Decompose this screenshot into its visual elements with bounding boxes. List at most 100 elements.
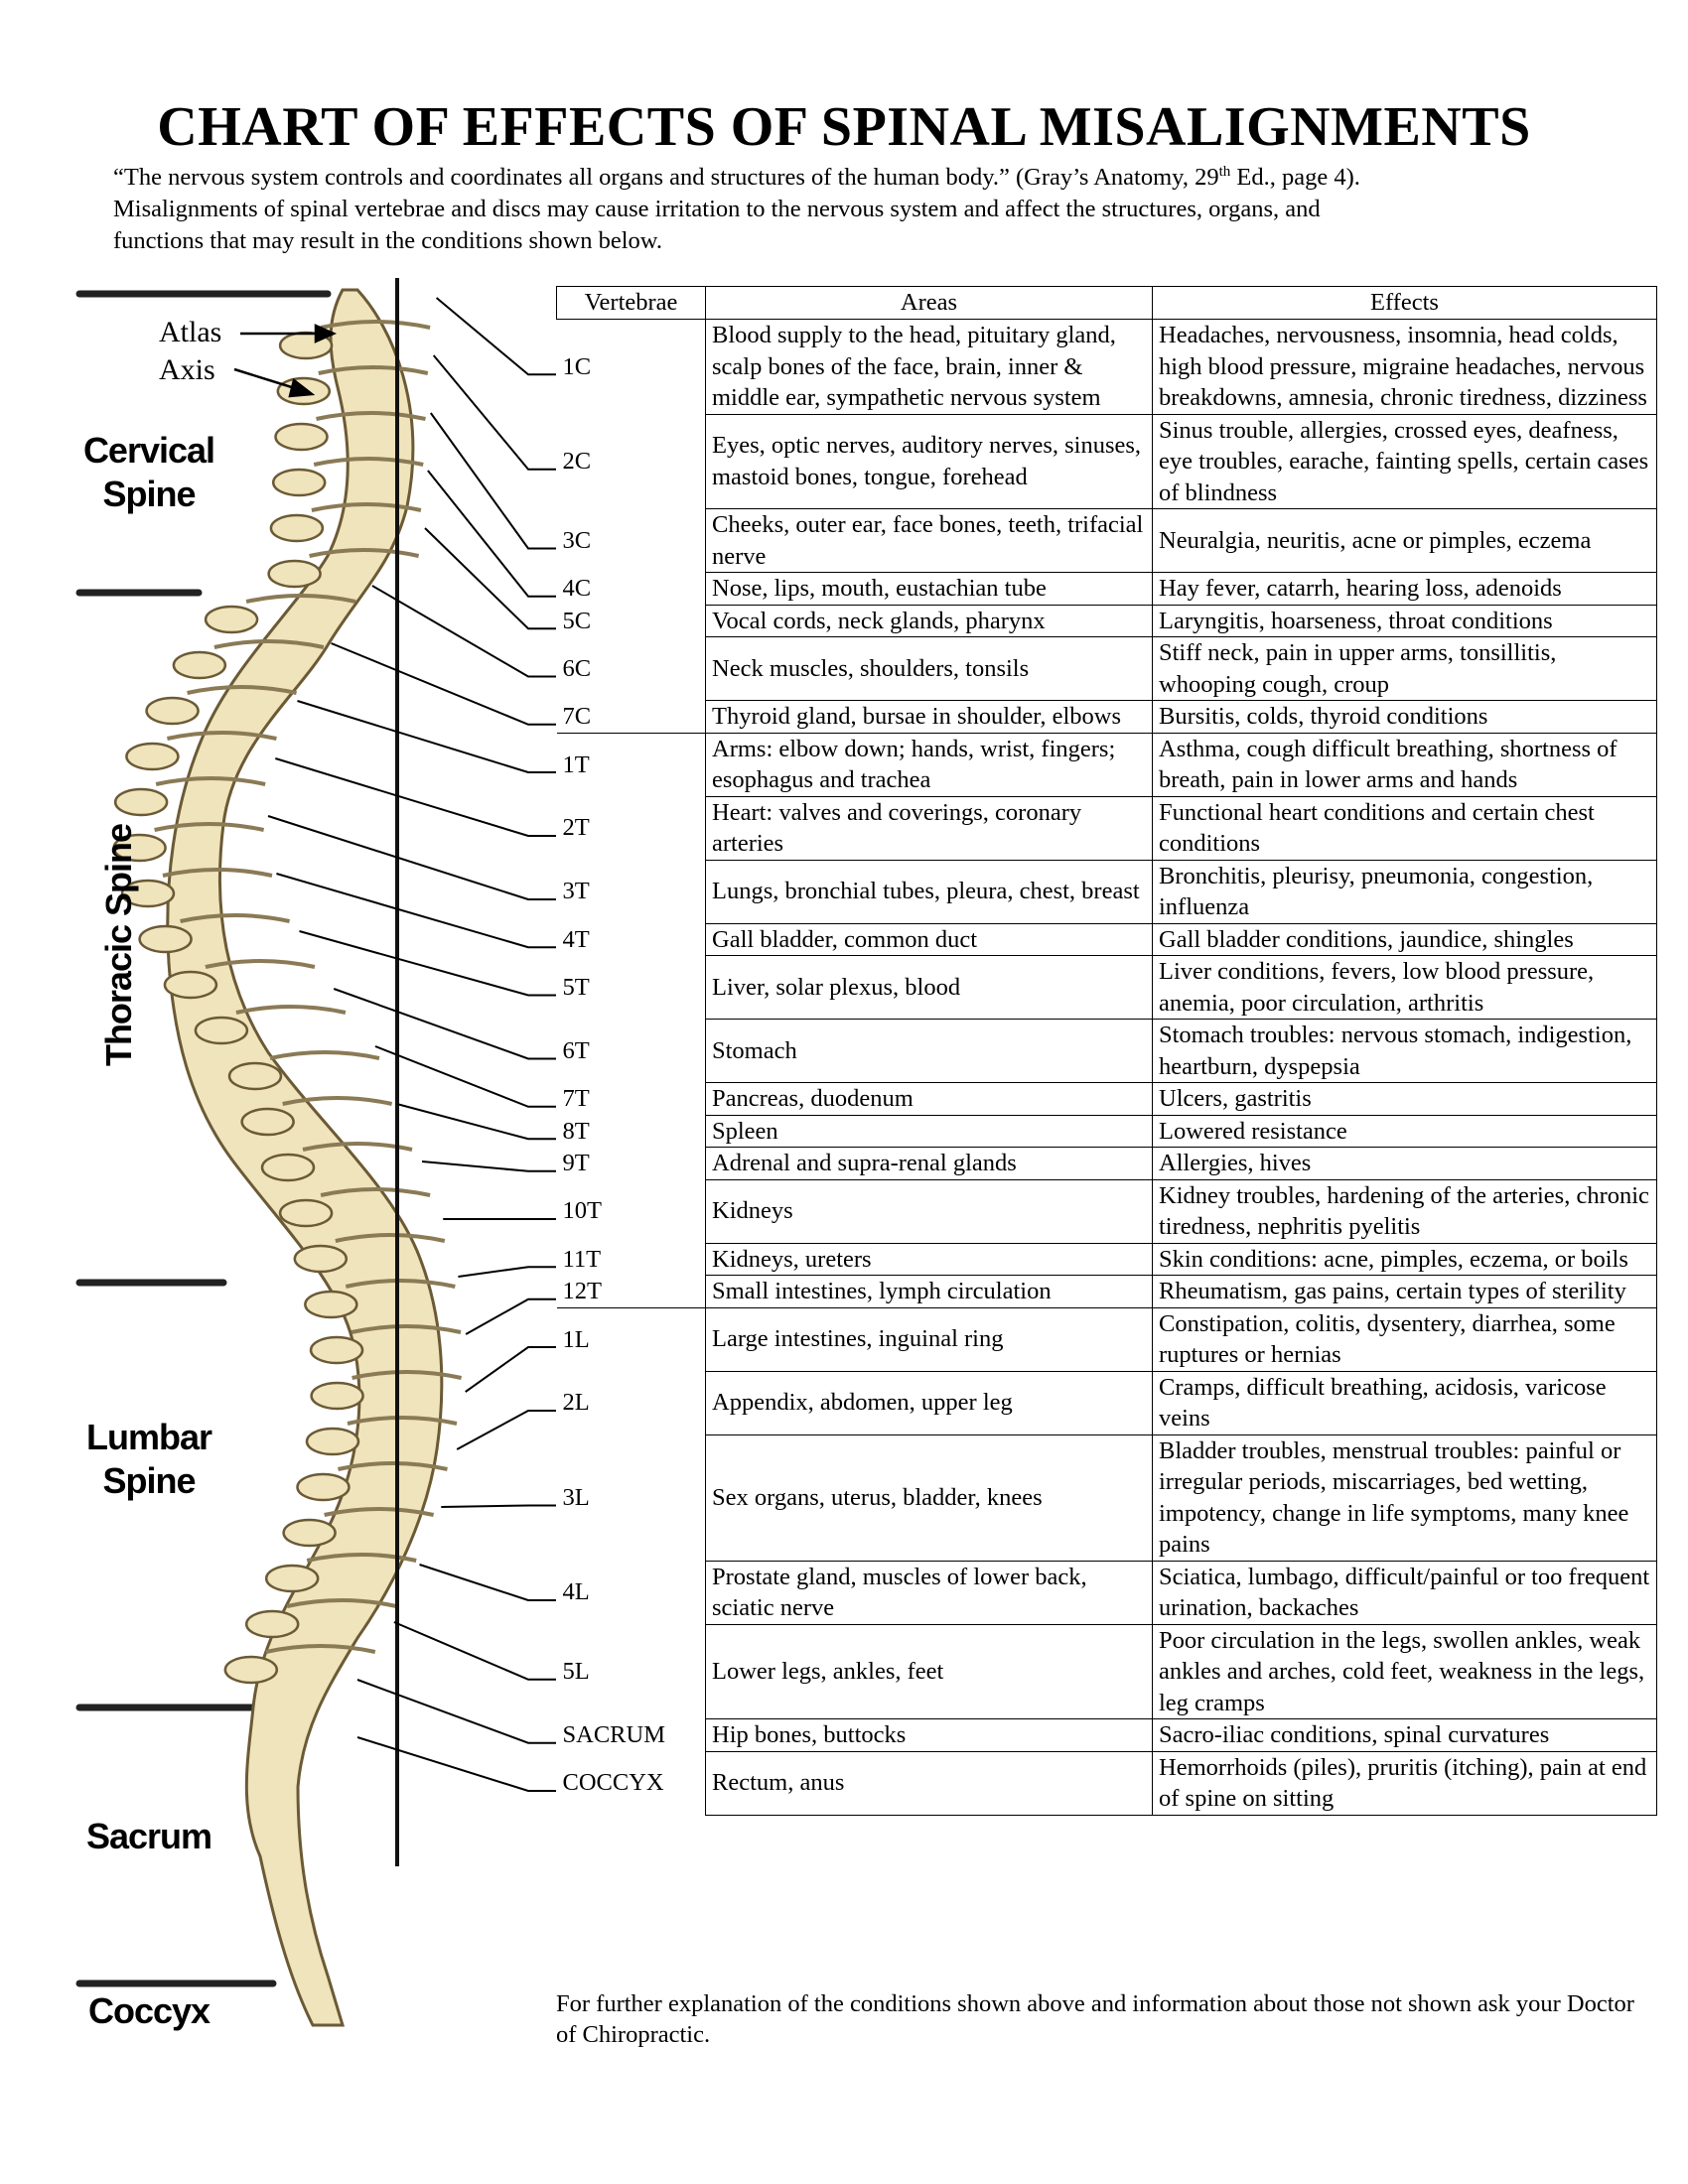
- leader-line: [441, 1504, 556, 1508]
- vertebra-disc: [324, 1507, 435, 1517]
- effects-cell: Sacro-iliac conditions, spinal curvature…: [1152, 1718, 1657, 1752]
- vertebra-cell: COCCYX: [556, 1751, 706, 1815]
- leader-line: [424, 527, 556, 630]
- areas-cell: Vocal cords, neck glands, pharynx: [705, 605, 1153, 637]
- leader-lines: [267, 297, 556, 1792]
- areas-cell: Blood supply to the head, pituitary glan…: [705, 319, 1153, 415]
- areas-cell: Cheeks, outer ear, face bones, teeth, tr…: [705, 508, 1153, 573]
- footer-note: For further explanation of the condition…: [556, 1990, 1634, 2048]
- leader-line: [297, 700, 556, 773]
- areas-cell: Heart: valves and coverings, coronary ar…: [705, 796, 1153, 861]
- vertebra-cell: 1T: [556, 732, 706, 796]
- vertebra-disc: [155, 776, 266, 786]
- areas-cell: Rectum, anus: [705, 1751, 1153, 1816]
- vertebra-cell: 2C: [556, 414, 706, 509]
- effects-cell: Poor circulation in the legs, swollen an…: [1152, 1624, 1657, 1719]
- vertebra-cell: 6T: [556, 1019, 706, 1083]
- effects-cell: Rheumatism, gas pains, certain types of …: [1152, 1275, 1657, 1308]
- leader-line: [432, 354, 556, 471]
- vertebra-disc: [313, 457, 424, 467]
- spinous-process: [138, 924, 193, 954]
- leader-line: [299, 930, 556, 997]
- vertebra-cell: 4C: [556, 572, 706, 605]
- areas-cell: Prostate gland, muscles of lower back, s…: [705, 1561, 1153, 1625]
- spinous-process: [293, 1244, 349, 1274]
- leader-line: [435, 297, 556, 376]
- vertebra-cell: 11T: [556, 1243, 706, 1276]
- effects-cell: Bladder troubles, menstrual troubles: pa…: [1152, 1434, 1657, 1562]
- header-vertebrae: Vertebrae: [556, 286, 706, 320]
- vertebra-disc: [318, 365, 429, 375]
- vertebra-cell: 4L: [556, 1561, 706, 1624]
- header-areas: Areas: [705, 286, 1153, 320]
- intro-line-3: functions that may result in the conditi…: [113, 227, 662, 254]
- effects-cell: Bronchitis, pleurisy, pneumonia, congest…: [1152, 860, 1657, 924]
- vertebra-disc: [316, 411, 426, 421]
- vertebra-disc: [282, 1096, 393, 1106]
- leader-line: [333, 988, 556, 1060]
- effects-cell: Cramps, difficult breathing, acidosis, v…: [1152, 1371, 1657, 1435]
- effects-cell: Allergies, hives: [1152, 1147, 1657, 1180]
- leader-line: [396, 1103, 556, 1141]
- vertebra-disc: [213, 639, 325, 649]
- atlas-label: Atlas: [159, 316, 222, 348]
- atlas-arrow: [240, 324, 338, 343]
- areas-cell: Small intestines, lymph circulation: [705, 1275, 1153, 1308]
- spinous-process: [260, 1153, 316, 1182]
- intro-quote-superscript: th: [1218, 163, 1231, 180]
- effects-cell: Sinus trouble, allergies, crossed eyes, …: [1152, 414, 1657, 509]
- axis-arrow: [233, 367, 316, 398]
- spinous-process: [309, 1335, 364, 1365]
- leader-line: [456, 1410, 556, 1450]
- effects-cell: Sciatica, lumbago, difficult/painful or …: [1152, 1561, 1657, 1625]
- leader-line: [465, 1297, 556, 1335]
- spinous-process: [310, 1381, 364, 1411]
- effects-cell: Functional heart conditions and certain …: [1152, 796, 1657, 861]
- vertebra-disc: [180, 913, 291, 923]
- spinous-process: [267, 559, 322, 589]
- areas-cell: Kidneys, ureters: [705, 1243, 1153, 1276]
- intro-text: “The nervous system controls and coordin…: [113, 162, 1642, 257]
- vertebra-disc: [269, 1050, 380, 1060]
- coccyx-label: Coccyx: [87, 1990, 211, 2031]
- effects-cell: Headaches, nervousness, insomnia, head c…: [1152, 319, 1657, 415]
- areas-cell: Hip bones, buttocks: [705, 1718, 1153, 1752]
- leader-line: [429, 412, 556, 550]
- vertebra-cell: 5L: [556, 1624, 706, 1719]
- spine-illustration: [75, 278, 556, 2027]
- vertebra-cell: 9T: [556, 1147, 706, 1179]
- vertebra-cell: 7C: [556, 700, 706, 733]
- areas-cell: Stomach: [705, 1019, 1153, 1083]
- spinous-process: [296, 1472, 351, 1502]
- spinous-process: [163, 970, 218, 1000]
- effects-cell: Kidney troubles, hardening of the arteri…: [1152, 1179, 1657, 1244]
- spinous-process: [244, 1609, 300, 1639]
- leader-line: [331, 642, 556, 726]
- effects-cell: Constipation, colitis, dysentery, diarrh…: [1152, 1307, 1657, 1372]
- vertebra-disc: [205, 959, 316, 969]
- vertebra-cell: 5T: [556, 955, 706, 1020]
- table-header-row: Vertebrae Areas Effects: [556, 286, 1657, 320]
- areas-cell: Appendix, abdomen, upper leg: [705, 1371, 1153, 1435]
- vertebra-disc: [245, 594, 356, 604]
- vertebra-bands: [154, 320, 463, 1654]
- areas-cell: Large intestines, inguinal ring: [705, 1307, 1153, 1372]
- leader-line: [374, 1045, 556, 1108]
- vertebra-disc: [265, 1644, 376, 1654]
- axis-label: Axis: [159, 353, 215, 386]
- vertebra-cell: 12T: [556, 1275, 706, 1307]
